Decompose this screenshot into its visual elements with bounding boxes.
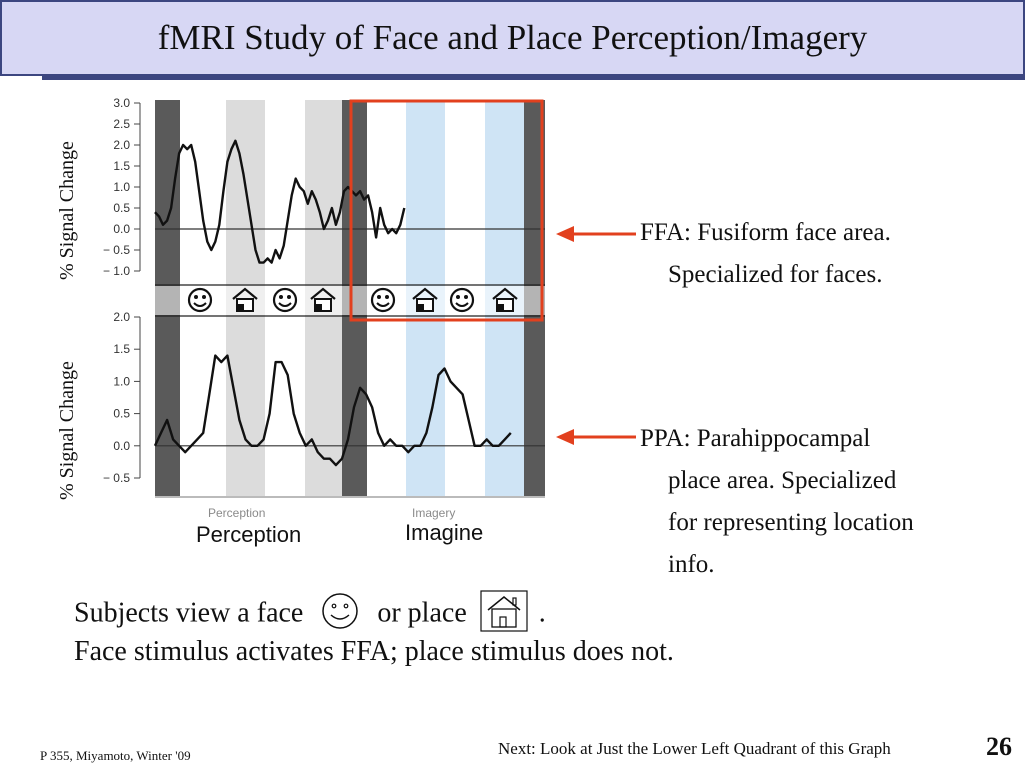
statement-face-text: Subjects view a face: [74, 597, 304, 629]
ffa-signal-line: [154, 139, 406, 264]
ppa-line-4: info.: [668, 551, 715, 578]
ffa-tick-label-7: − 0.5: [103, 243, 130, 257]
face-stimulus-icon: [272, 287, 298, 313]
ppa-line-3: for representing location: [668, 509, 914, 536]
slide-title: fMRI Study of Face and Place Perception/…: [157, 18, 868, 57]
face-stimulus-icon: [187, 287, 213, 313]
place-stimulus-icon: [310, 287, 336, 312]
smiley-face-icon: [320, 591, 360, 639]
statement-line-1: Subjects view a face or place .: [74, 590, 546, 640]
title-bar: fMRI Study of Face and Place Perception/…: [0, 0, 1025, 80]
page-number: 26: [986, 732, 1012, 761]
ffa-tick-label-6: 0.0: [113, 222, 130, 236]
ffa-tick-label-5: 0.5: [113, 201, 130, 215]
ppa-line-1: PPA: Parahippocampal: [640, 425, 871, 452]
statement-period: .: [538, 597, 546, 629]
y-axis-ticks: 3.0 2.5 2.0 1.5 1.0 0.5 0.0 − 0.5 − 1.0 2.0 1.5 1.0…: [103, 96, 141, 485]
ppa-tick-label-5: − 0.5: [103, 471, 130, 485]
house-icon: [480, 590, 528, 640]
ppa-line-2: place area. Specialized: [668, 467, 897, 494]
statement-line-2: Face stimulus activates FFA; place stimu…: [74, 636, 674, 667]
ppa-description: PPA: Parahippocampal place area. Special…: [640, 418, 914, 586]
ffa-ylabel: % Signal Change: [56, 141, 78, 280]
ffa-tick-label-8: − 1.0: [103, 264, 130, 278]
highlight-box: [349, 99, 544, 322]
place-stimulus-icon: [492, 287, 518, 312]
ffa-line-1: FFA: Fusiform face area.: [640, 219, 891, 246]
ppa-tick-label-1: 1.5: [113, 342, 130, 356]
ffa-tick-label-1: 2.5: [113, 117, 130, 131]
ffa-arrow: [556, 226, 636, 242]
ffa-tick-label-2: 2.0: [113, 138, 130, 152]
ppa-arrow: [556, 429, 636, 445]
ffa-description: FFA: Fusiform face area. Specialized for…: [640, 212, 891, 296]
course-footer: P 355, Miyamoto, Winter '09: [40, 748, 191, 763]
signal-lines: [153, 139, 512, 467]
phase-strip: [155, 496, 545, 498]
ffa-tick-label-0: 3.0: [113, 96, 130, 110]
statement-place-text: or place: [377, 597, 467, 629]
phase-small-imagery: Imagery: [412, 506, 455, 520]
phase-label-imagine: Imagine: [405, 520, 484, 545]
stimulus-icons: [187, 287, 518, 313]
ffa-tick-label-4: 1.0: [113, 180, 130, 194]
ppa-tick-label-3: 0.5: [113, 407, 130, 421]
ppa-tick-label-2: 1.0: [113, 374, 130, 388]
condition-bands: [155, 100, 545, 496]
ppa-tick-label-0: 2.0: [113, 310, 130, 324]
ppa-signal-line: [153, 354, 512, 467]
ffa-line-2: Specialized for faces.: [668, 261, 883, 288]
face-stimulus-icon: [449, 287, 475, 313]
place-stimulus-icon: [232, 287, 258, 312]
ffa-tick-label-3: 1.5: [113, 159, 130, 173]
face-stimulus-icon: [370, 287, 396, 313]
ppa-ylabel: % Signal Change: [56, 361, 78, 500]
phase-small-perception: Perception: [208, 506, 265, 520]
next-slide-note: Next: Look at Just the Lower Left Quadra…: [498, 739, 891, 758]
phase-label-perception: Perception: [196, 522, 302, 547]
place-stimulus-icon: [412, 287, 438, 312]
ppa-tick-label-4: 0.0: [113, 439, 130, 453]
